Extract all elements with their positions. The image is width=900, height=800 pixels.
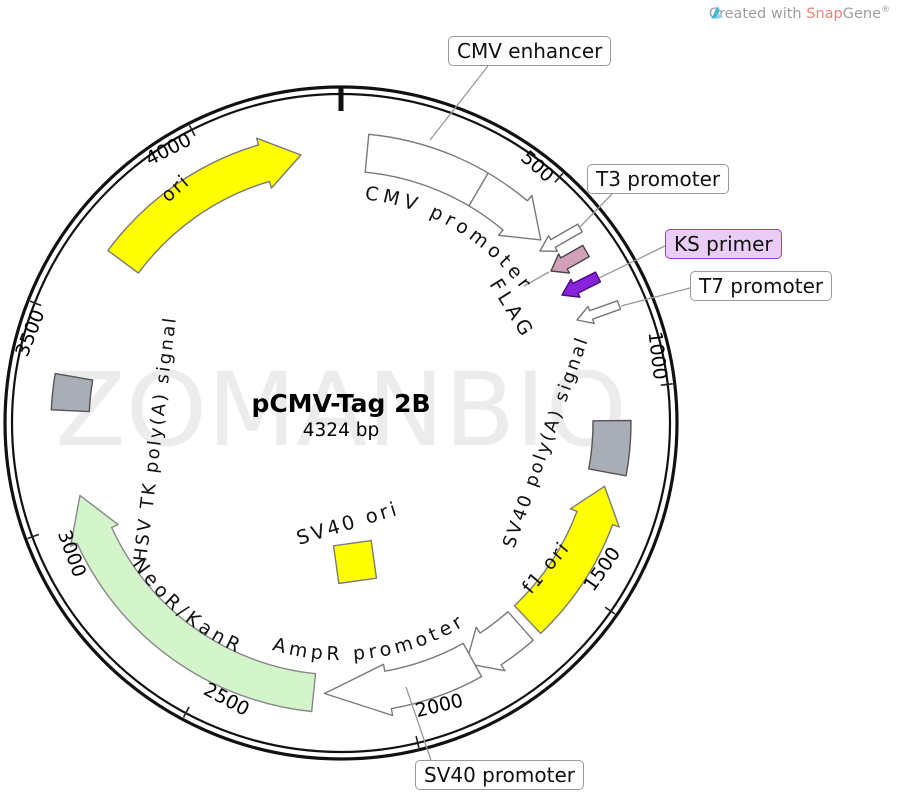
- f1-ori-arrow[interactable]: [513, 485, 620, 635]
- sv40-ori-label[interactable]: SV40 ori: [294, 497, 402, 550]
- ks-primer-arrow[interactable]: [561, 271, 602, 298]
- tick-4000: [188, 124, 196, 137]
- t3-promoter-arrow[interactable]: [539, 223, 583, 252]
- t3-promoter-callout-line: [578, 193, 613, 229]
- cmv-enhancer-callout[interactable]: CMV enhancer: [448, 36, 612, 67]
- cmv-promoter-arrow[interactable]: [364, 133, 542, 241]
- neor-kanr-arrow[interactable]: [70, 494, 317, 713]
- plasmid-name: pCMV-Tag 2B: [251, 389, 430, 418]
- tick-label-1000: 1000: [643, 330, 670, 381]
- tick-2000: [415, 735, 420, 748]
- tick-1000: [660, 383, 673, 386]
- plasmid-size: 4324 bp: [303, 420, 379, 441]
- t7-promoter-arrow[interactable]: [576, 300, 622, 325]
- snapgene-icon: [711, 6, 723, 20]
- ks-primer-callout-line: [598, 245, 666, 279]
- t7-promoter-callout-line: [620, 287, 691, 307]
- tick-label-500: 500: [516, 146, 558, 187]
- ampr-promoter-arrow[interactable]: [323, 642, 483, 717]
- flag-callout-line: [523, 271, 550, 287]
- sv40-promoter-callout-line: [405, 686, 432, 761]
- callout-lines: [405, 65, 691, 761]
- sv40-promoter-callout[interactable]: SV40 promoter: [415, 760, 584, 791]
- cmv-promoter-arrow-segment-divider: [468, 172, 489, 207]
- tick-2500: [182, 706, 190, 718]
- ks-primer-callout[interactable]: KS primer: [665, 229, 782, 260]
- ori-arrow[interactable]: [107, 137, 302, 274]
- cmv-enhancer-callout-line: [429, 65, 489, 141]
- sv40-ori-box[interactable]: [332, 539, 378, 585]
- tick-3000: [27, 533, 40, 540]
- tick-500: [554, 172, 564, 183]
- watermark-text: ZOMANBIO: [55, 351, 627, 470]
- sv40-polya-box[interactable]: [588, 419, 632, 477]
- tick-1500: [604, 606, 616, 615]
- hsvtk-polya-box[interactable]: [50, 372, 94, 413]
- sv40-promoter-arrow[interactable]: [465, 611, 534, 672]
- logo-text: Created with SnapGene®: [708, 5, 890, 22]
- flag-arrow[interactable]: [550, 244, 590, 274]
- snapgene-logo: Created with SnapGene®: [709, 5, 890, 22]
- t3-promoter-callout[interactable]: T3 promoter: [587, 164, 730, 195]
- t7-promoter-callout[interactable]: T7 promoter: [690, 271, 833, 302]
- plasmid-backbone-ring: [3, 85, 679, 761]
- tick-3500: [29, 300, 42, 307]
